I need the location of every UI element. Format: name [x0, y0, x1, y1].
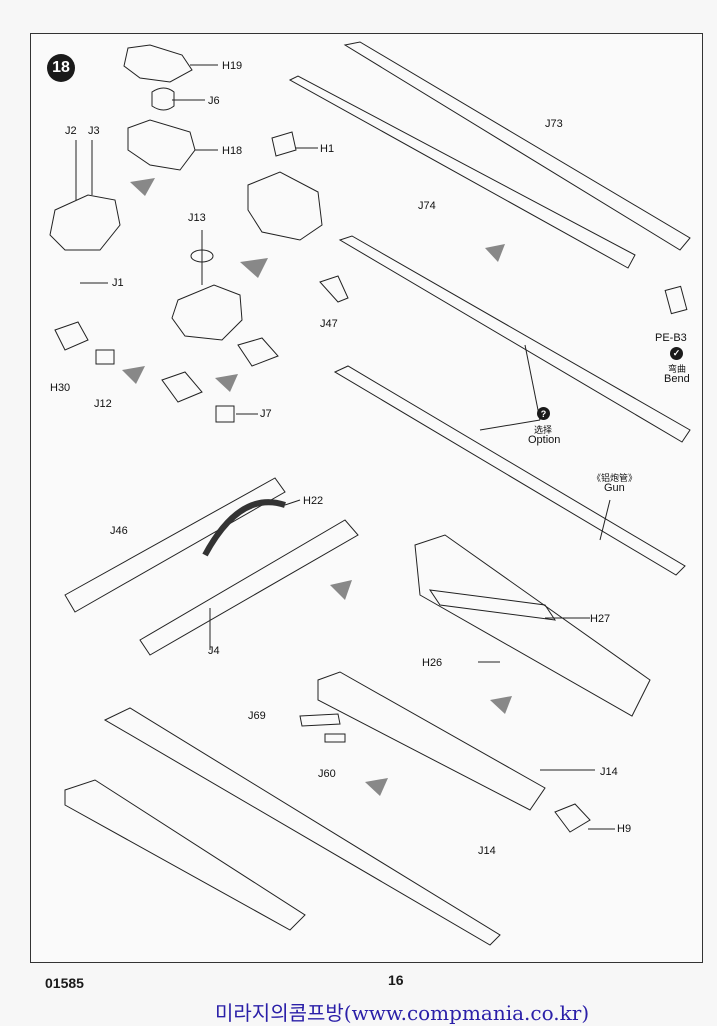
label-h9: H9	[617, 823, 632, 835]
label-h1: H1	[320, 143, 335, 155]
barrel-j74	[288, 75, 636, 269]
final-gun-barrel	[103, 707, 501, 946]
label-h30: H30	[50, 382, 71, 394]
part-center-block	[247, 171, 323, 241]
part-bracket-right	[237, 337, 279, 367]
arrow-hint	[490, 696, 512, 714]
part-j6	[151, 87, 175, 111]
part-j69	[299, 713, 341, 727]
arrow-hint	[122, 366, 145, 384]
part-h30	[54, 321, 89, 351]
part-j7	[215, 405, 235, 423]
part-h27-plate	[428, 589, 557, 621]
label-j46: J46	[110, 525, 128, 537]
label-j12: J12	[94, 398, 112, 410]
part-j46-frame	[64, 477, 286, 613]
label-j1: J1	[112, 277, 124, 289]
arrow-hint	[215, 374, 238, 392]
part-h19	[123, 44, 193, 83]
arrow-hint	[365, 778, 388, 796]
part-pe-b3	[664, 285, 688, 315]
label-j47: J47	[320, 318, 338, 330]
label-h19: H19	[222, 60, 243, 72]
label-h22: H22	[303, 495, 324, 507]
label-j7: J7	[260, 408, 272, 420]
part-j13-assembly	[171, 284, 243, 341]
barrel-option	[338, 235, 691, 443]
arrow-hint	[240, 258, 268, 278]
label-j14-bottom: J14	[478, 845, 496, 857]
part-lower-carriage	[317, 671, 546, 811]
part-j47	[319, 275, 349, 303]
arrow-hint	[130, 178, 155, 196]
barrel-gun	[333, 365, 686, 576]
label-bend-en: Bend	[664, 373, 690, 385]
label-j6: J6	[208, 95, 220, 107]
label-j2: J2	[65, 125, 77, 137]
part-h22-arc	[202, 499, 286, 557]
label-j74: J74	[418, 200, 436, 212]
page-number: 16	[388, 972, 404, 988]
part-j1-assembly	[49, 194, 121, 251]
arrow-hint	[330, 580, 352, 600]
label-bend-cn: 弯曲	[668, 364, 687, 374]
arrow-hint	[485, 244, 505, 262]
label-j3: J3	[88, 125, 100, 137]
label-j73: J73	[545, 118, 563, 130]
step-number-badge: 18	[47, 54, 75, 82]
label-j13: J13	[188, 212, 206, 224]
label-j60: J60	[318, 768, 336, 780]
label-h26: H26	[422, 657, 443, 669]
bend-icon: ✓	[670, 347, 683, 360]
label-pe-b3: PE-B3	[655, 332, 687, 344]
label-h27: H27	[590, 613, 611, 625]
barrel-j73	[343, 41, 691, 251]
part-h1	[271, 131, 297, 157]
label-j4: J4	[208, 645, 220, 657]
label-option-en: Option	[528, 434, 561, 446]
part-h9	[554, 803, 591, 833]
label-gun-en: Gun	[604, 482, 625, 494]
part-j12	[95, 349, 115, 365]
part-j7-bracket	[161, 371, 203, 403]
final-gun-carriage	[64, 779, 306, 931]
label-j69: J69	[248, 710, 266, 722]
part-h18	[127, 119, 196, 171]
part-j60	[324, 733, 346, 743]
part-j4-frame	[139, 519, 359, 656]
label-option-cn: 选择	[534, 425, 553, 435]
question-icon: ?	[537, 407, 550, 420]
label-h18: H18	[222, 145, 243, 157]
product-code: 01585	[45, 975, 84, 991]
label-j14-right: J14	[600, 766, 618, 778]
site-watermark: 미라지의콤프방(www.compmania.co.kr)	[215, 1001, 590, 1025]
part-h27-carriage	[414, 534, 651, 717]
label-gun-cn: 《铝炮管》	[592, 473, 638, 483]
